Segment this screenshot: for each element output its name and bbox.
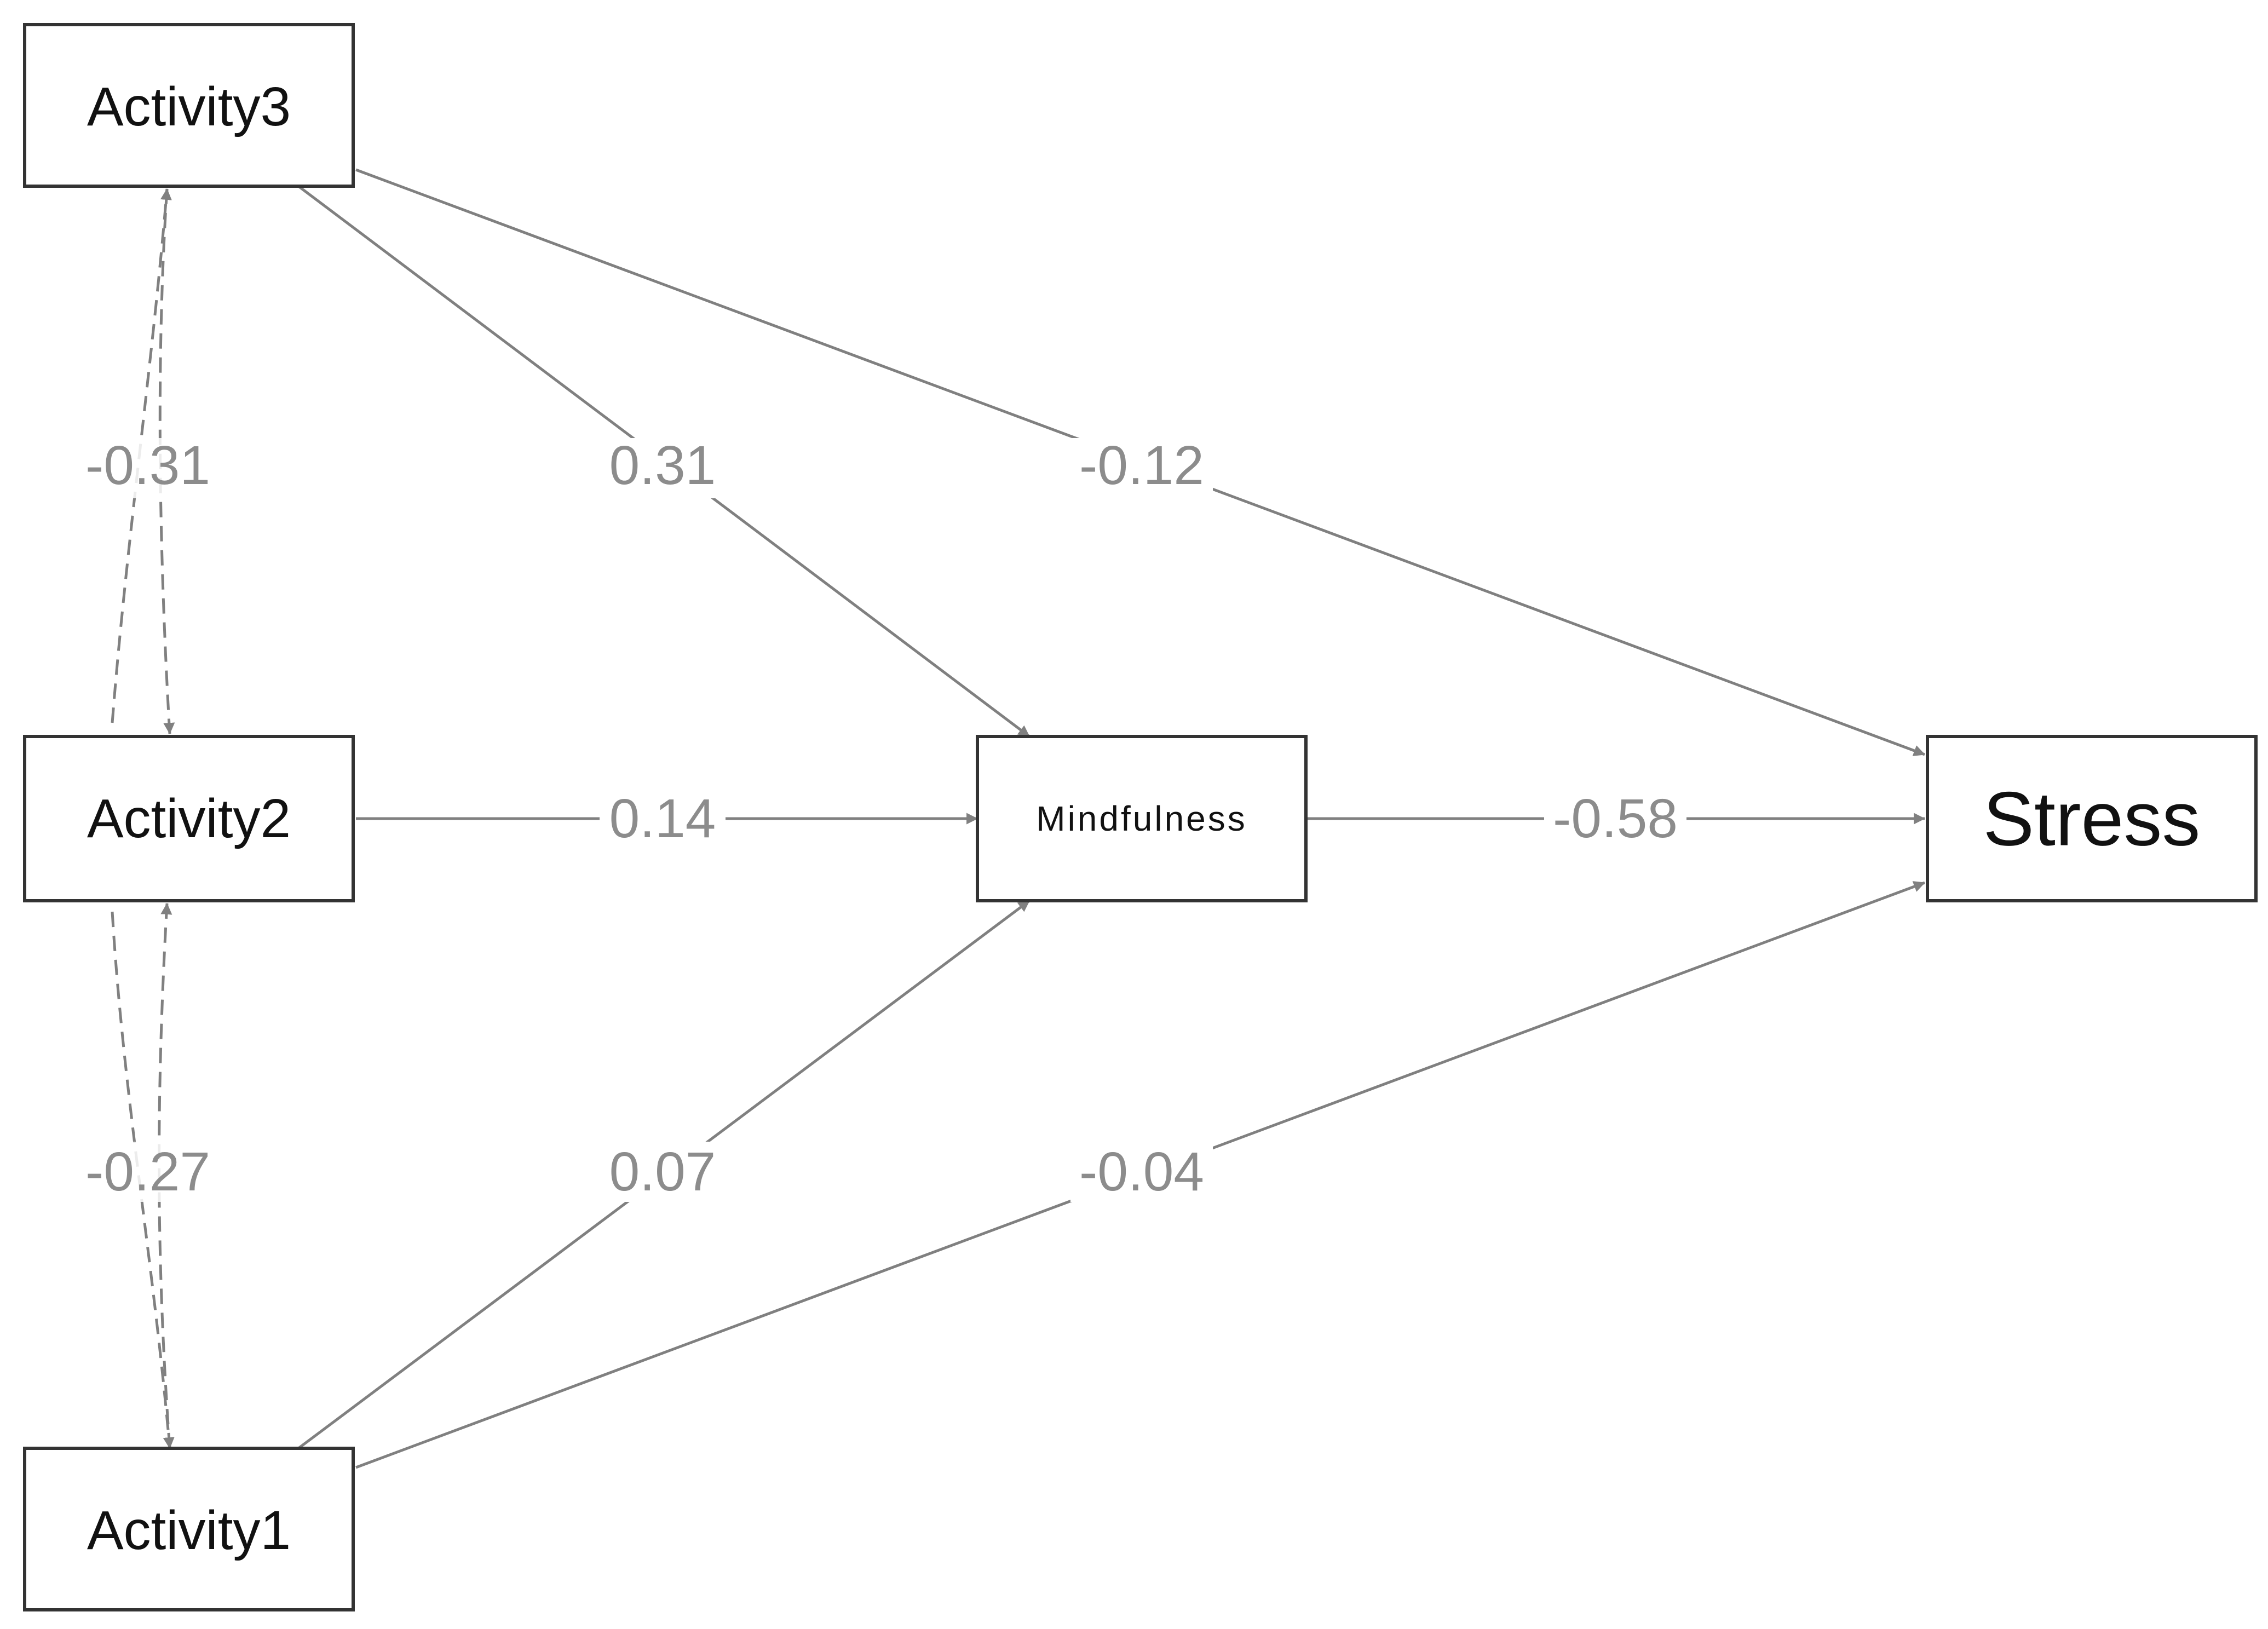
- node-label-stress: Stress: [1983, 776, 2201, 862]
- edge-label-activity3-mindfulness: 0.31: [609, 435, 716, 496]
- node-activity2: Activity2: [23, 735, 355, 902]
- node-label-activity3: Activity3: [87, 76, 291, 137]
- nodes: Activity3 Activity2 Activity1 Mindfulnes…: [23, 23, 2258, 1611]
- edge-label-activity1-mindfulness: 0.07: [609, 1141, 716, 1202]
- node-stress: Stress: [1926, 735, 2258, 902]
- edge-label-activity3-stress: -0.12: [1079, 435, 1204, 496]
- node-label-activity1: Activity1: [87, 1500, 291, 1561]
- edge-label-activity3-activity2: -0.31: [85, 435, 210, 496]
- edge-label-activity2-activity1: -0.27: [85, 1141, 210, 1202]
- node-label-mindfulness: Mindfulness: [1036, 799, 1247, 838]
- edge-label-mindfulness-stress: -0.58: [1553, 788, 1678, 849]
- node-activity1: Activity1: [23, 1447, 355, 1611]
- edge-labels: 0.31 -0.12 0.14 -0.58 0.07 -0.04 -0.31 -…: [82, 435, 1686, 1202]
- node-activity3: Activity3: [23, 23, 355, 188]
- edge-label-activity1-stress: -0.04: [1079, 1141, 1204, 1202]
- node-label-activity2: Activity2: [87, 788, 291, 849]
- node-mindfulness: Mindfulness: [976, 735, 1308, 902]
- edge-label-activity2-mindfulness: 0.14: [609, 788, 716, 849]
